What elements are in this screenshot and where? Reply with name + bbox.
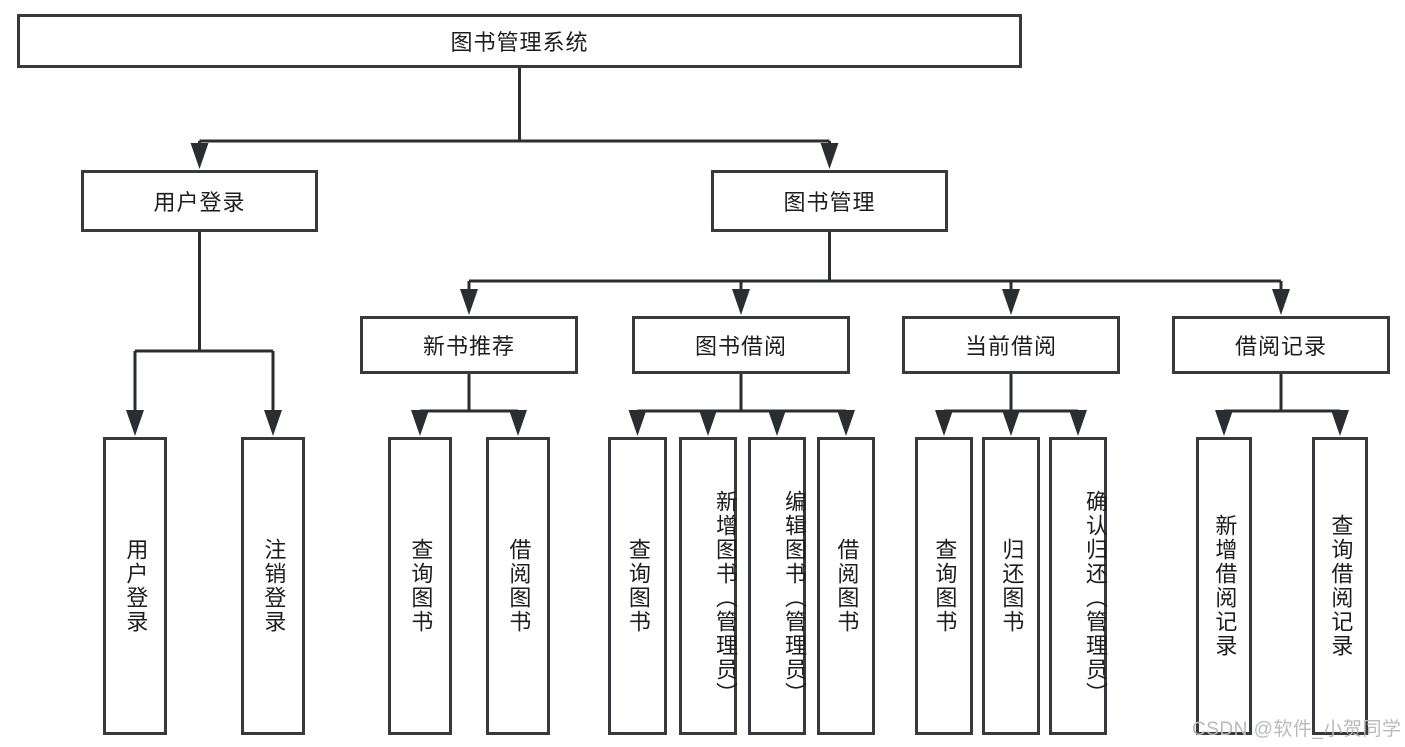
node-box-leaf-confirm-return[interactable] bbox=[1049, 437, 1107, 735]
node-box-book-borrow[interactable] bbox=[632, 316, 850, 374]
connector-layer bbox=[126, 68, 1349, 436]
node-box-current-borrow[interactable] bbox=[902, 316, 1120, 374]
node-box-leaf-logout[interactable] bbox=[241, 437, 305, 735]
node-box-leaf-add-book[interactable] bbox=[679, 437, 737, 735]
node-box-new-book-rec[interactable] bbox=[360, 316, 578, 374]
arrow-head-borrow-record bbox=[1272, 289, 1290, 315]
node-box-user-login[interactable] bbox=[81, 170, 318, 232]
arrow-head-leaf-add-book bbox=[699, 410, 717, 436]
node-box-leaf-user-login[interactable] bbox=[103, 437, 167, 735]
arrow-head-leaf-confirm-return bbox=[1069, 410, 1087, 436]
arrow-head-leaf-edit-book bbox=[768, 410, 786, 436]
arrow-head-leaf-logout bbox=[264, 410, 282, 436]
arrow-head-new-book-rec bbox=[460, 289, 478, 315]
arrow-head-leaf-borrow-book-1 bbox=[509, 410, 527, 436]
arrow-head-book-borrow bbox=[732, 289, 750, 315]
node-box-leaf-edit-book[interactable] bbox=[748, 437, 806, 735]
arrow-head-leaf-add-record bbox=[1215, 410, 1233, 436]
arrow-head-leaf-query-book-3 bbox=[935, 410, 953, 436]
node-box-leaf-query-book-2[interactable] bbox=[608, 437, 667, 735]
arrow-head-leaf-query-book-1 bbox=[411, 410, 429, 436]
arrow-head-leaf-query-record bbox=[1331, 410, 1349, 436]
arrow-head-leaf-query-book-2 bbox=[628, 410, 647, 436]
node-box-root[interactable] bbox=[17, 14, 1022, 68]
node-box-leaf-return-book[interactable] bbox=[982, 437, 1040, 735]
node-box-leaf-add-record[interactable] bbox=[1196, 437, 1252, 735]
arrow-head-leaf-borrow-book-2 bbox=[837, 410, 855, 436]
node-box-layer bbox=[17, 14, 1390, 735]
node-box-leaf-borrow-book-2[interactable] bbox=[817, 437, 875, 735]
node-box-leaf-query-record[interactable] bbox=[1312, 437, 1368, 735]
node-box-borrow-record[interactable] bbox=[1172, 316, 1390, 374]
arrow-head-current-borrow bbox=[1002, 289, 1020, 315]
arrow-head-leaf-user-login bbox=[126, 410, 144, 436]
arrow-head-leaf-return-book bbox=[1002, 410, 1020, 436]
node-box-leaf-borrow-book-1[interactable] bbox=[486, 437, 550, 735]
arrow-head-user-login bbox=[190, 143, 209, 169]
node-box-leaf-query-book-1[interactable] bbox=[388, 437, 452, 735]
arrow-head-book-manage bbox=[820, 143, 839, 169]
node-box-book-manage[interactable] bbox=[711, 170, 948, 232]
node-box-leaf-query-book-3[interactable] bbox=[915, 437, 973, 735]
